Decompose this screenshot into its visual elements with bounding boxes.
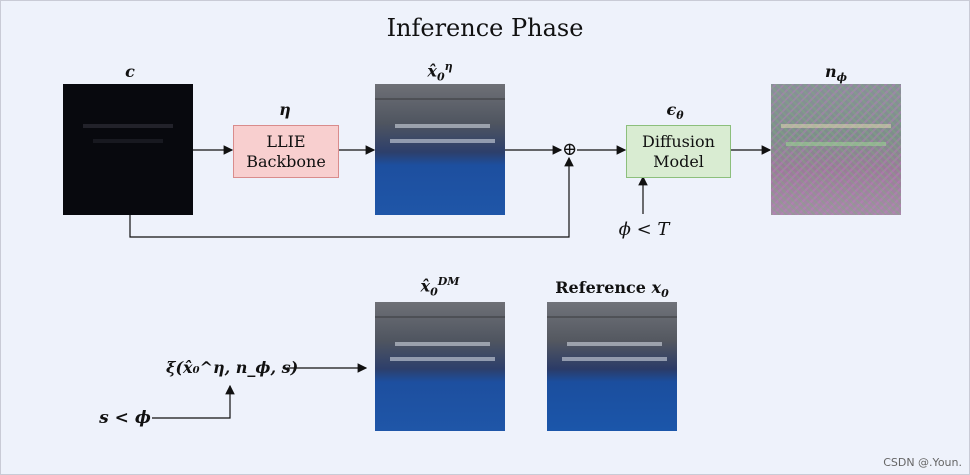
noise-estimate-image	[771, 84, 901, 215]
label-x0-dm: x̂0DM	[420, 275, 460, 299]
llie-line2: Backbone	[246, 151, 326, 171]
label-reference: Reference x0	[555, 278, 669, 301]
label-eta: η	[279, 100, 291, 119]
diff-line1: Diffusion	[642, 131, 715, 151]
skip-connection	[129, 156, 574, 238]
reference-image	[547, 302, 677, 431]
llie-line1: LLIE	[266, 131, 306, 151]
diff-line2: Model	[653, 151, 704, 171]
figure-title: Inference Phase	[386, 14, 584, 42]
oplus-operator: ⊕	[562, 139, 578, 160]
label-eps-theta: ϵθ	[666, 100, 684, 123]
watermark: CSDN @.Youn.	[883, 456, 962, 469]
low-light-input-image	[63, 84, 193, 215]
label-s-lt-phi: s < ϕ	[99, 408, 151, 428]
enhanced-image-eta	[375, 84, 505, 215]
label-phi-lt-T: ϕ < T	[618, 219, 670, 240]
label-n-phi: nϕ	[825, 62, 847, 85]
enhanced-image-dm	[375, 302, 505, 431]
label-xi-expression: ξ(x̂₀^η, n_ϕ, s)	[166, 358, 299, 377]
arrow-s-to-xi	[152, 384, 235, 419]
label-c: c	[125, 62, 135, 81]
label-x0-eta: x̂0η	[427, 60, 453, 84]
